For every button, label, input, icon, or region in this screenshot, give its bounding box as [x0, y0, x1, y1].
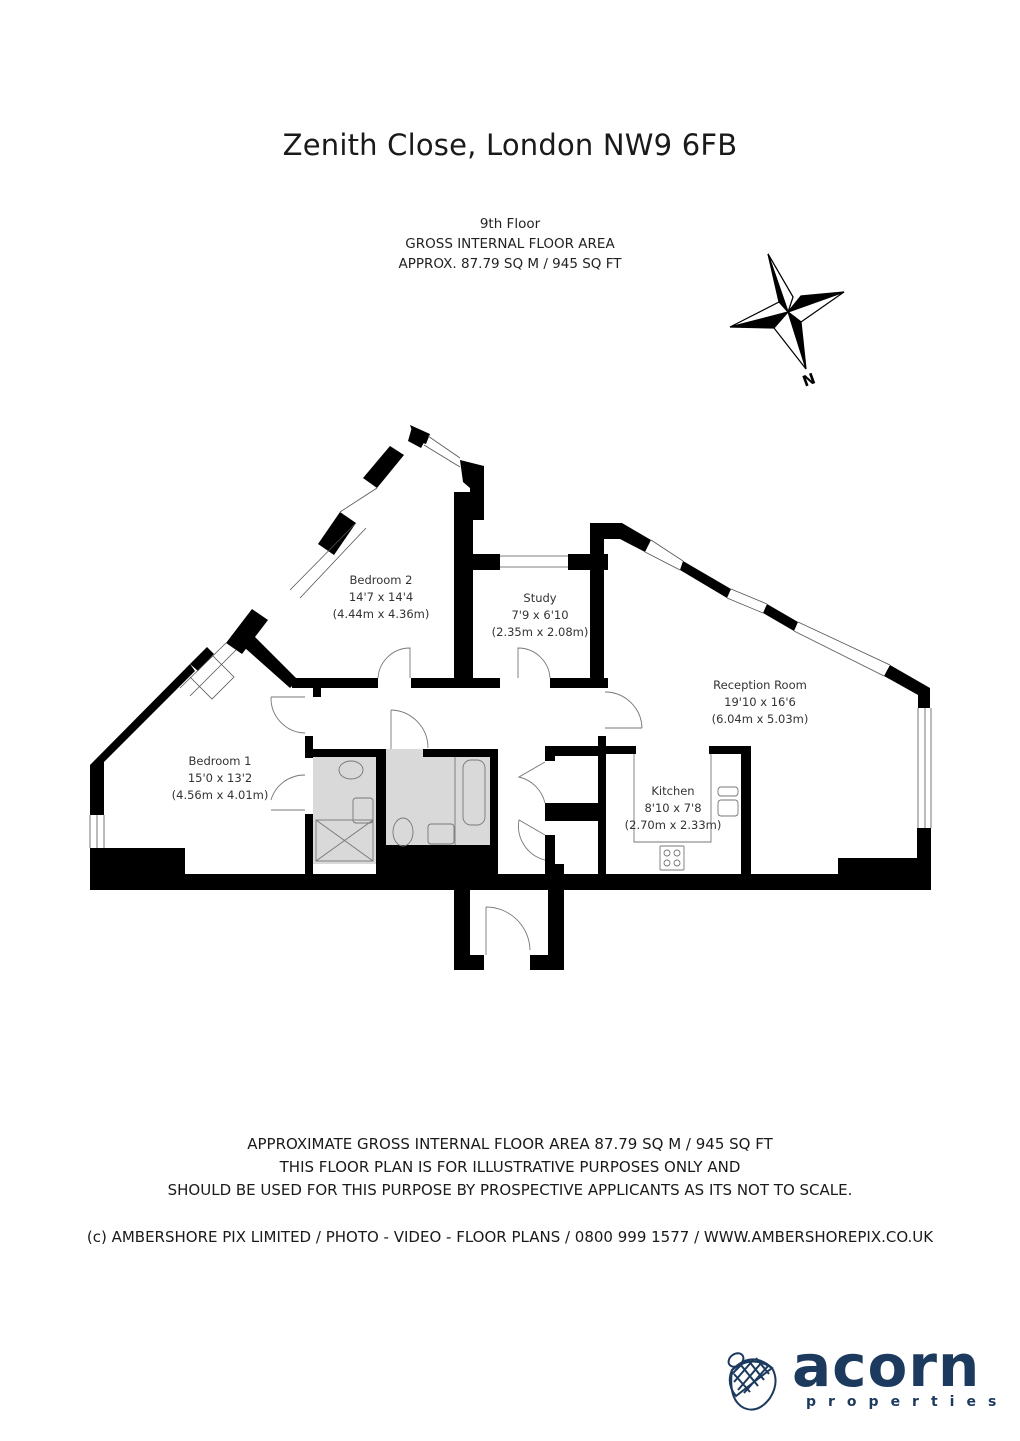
copyright-line: (c) AMBERSHORE PIX LIMITED / PHOTO - VID… [86, 1228, 934, 1246]
room-metric-reception: (6.04m x 5.03m) [712, 712, 809, 726]
floor-info: 9th Floor GROSS INTERNAL FLOOR AREA APPR… [0, 214, 1020, 274]
floor-level: 9th Floor [479, 216, 541, 232]
bathroom-area [386, 749, 493, 845]
room-imperial-kitchen: 8'10 x 7'8 [644, 801, 701, 815]
page-title: Zenith Close, London NW9 6FB [282, 128, 738, 162]
room-metric-study: (2.35m x 2.08m) [492, 625, 589, 639]
area-label: GROSS INTERNAL FLOOR AREA [405, 236, 615, 252]
compass-rose-icon: N [729, 253, 845, 391]
area-value: APPROX. 87.79 SQ M / 945 SQ FT [398, 256, 622, 272]
disclaimer-line-3: SHOULD BE USED FOR THIS PURPOSE BY PROSP… [167, 1181, 853, 1199]
disclaimer-line-1: APPROXIMATE GROSS INTERNAL FLOOR AREA 87… [247, 1135, 773, 1153]
brand-wordmark: acorn [792, 1332, 981, 1400]
disclaimer-line-2: THIS FLOOR PLAN IS FOR ILLUSTRATIVE PURP… [279, 1158, 741, 1176]
room-metric-kitchen: (2.70m x 2.33m) [625, 818, 722, 832]
room-name-reception: Reception Room [713, 678, 807, 692]
room-name-bedroom-2: Bedroom 2 [350, 573, 413, 587]
room-imperial-bedroom-2: 14'7 x 14'4 [349, 590, 413, 604]
disclaimer: APPROXIMATE GROSS INTERNAL FLOOR AREA 87… [0, 1133, 1020, 1202]
compass-north-label: N [800, 369, 818, 390]
room-imperial-reception: 19'10 x 16'6 [724, 695, 796, 709]
room-name-study: Study [523, 591, 556, 605]
acorn-icon [727, 1352, 777, 1411]
room-metric-bedroom-1: (4.56m x 4.01m) [172, 788, 269, 802]
brand-logo: acorn properties [722, 1332, 1012, 1420]
ensuite-area [313, 757, 376, 864]
room-name-kitchen: Kitchen [651, 784, 694, 798]
room-imperial-bedroom-1: 15'0 x 13'2 [188, 771, 252, 785]
walls [90, 425, 931, 970]
room-imperial-study: 7'9 x 6'10 [511, 608, 568, 622]
brand-subtitle: properties [806, 1394, 1009, 1410]
room-metric-bedroom-2: (4.44m x 4.36m) [333, 607, 430, 621]
room-name-bedroom-1: Bedroom 1 [189, 754, 252, 768]
